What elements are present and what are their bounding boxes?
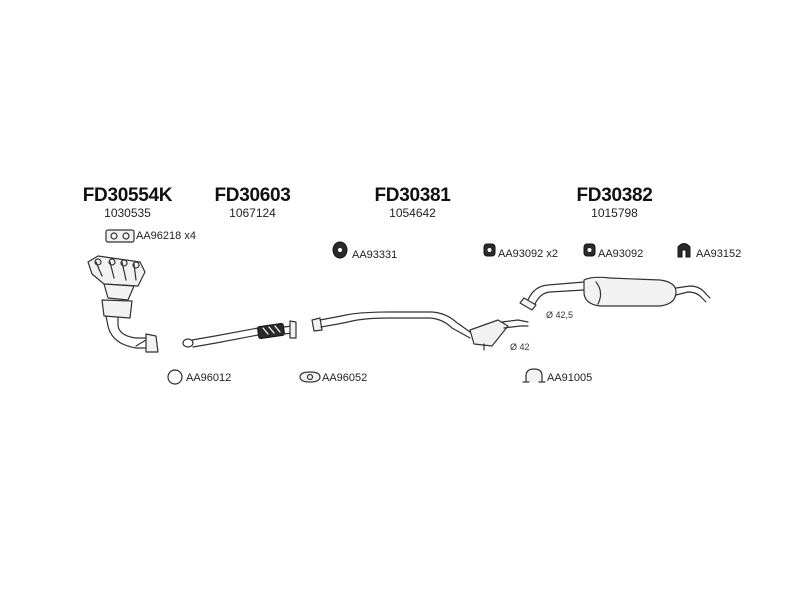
ring-gasket-icon — [167, 369, 183, 385]
middle-hanger-icon — [332, 241, 348, 259]
ring-gasket-label: AA96012 — [186, 372, 232, 384]
rear-pipe-diameter: Ø 42,5 — [546, 310, 574, 320]
rear-silencer-drawing — [519, 276, 711, 311]
accessory-quantity: x4 — [184, 230, 196, 242]
middle-hanger-label: AA93331 — [352, 249, 398, 261]
part-number: 1030535 — [104, 206, 151, 220]
accessory-code: AA96218 — [136, 230, 182, 242]
rear-hanger-b-icon — [583, 243, 596, 257]
flange-gasket-label: AA96052 — [322, 372, 368, 384]
accessory-code: AA93092 — [498, 248, 544, 260]
flange-gasket-icon — [299, 371, 321, 383]
rear-hanger-c-icon — [677, 243, 691, 258]
middle-pipe-drawing — [311, 311, 529, 351]
part-code: FD30382 — [576, 185, 653, 206]
clamp-label: AA91005 — [547, 372, 593, 384]
group-header-rear-silencer: FD30382 1015798 — [562, 185, 667, 221]
catalytic-manifold-drawing — [87, 255, 159, 353]
rear-hanger-a-icon — [483, 243, 496, 257]
part-code: FD30381 — [374, 185, 451, 206]
part-number: 1054642 — [389, 206, 436, 220]
rear-hanger-a-label: AA93092 x2 — [498, 248, 558, 260]
part-number: 1015798 — [591, 206, 638, 220]
part-code: FD30554K — [82, 185, 173, 206]
mid-pipe-diameter: Ø 42 — [510, 342, 530, 352]
clamp-icon — [522, 368, 546, 383]
manifold-gasket-label: AA96218 x4 — [136, 230, 196, 242]
part-code: FD30603 — [214, 185, 291, 206]
group-header-catalyst: FD30554K 1030535 — [70, 185, 185, 221]
part-number: 1067124 — [229, 206, 276, 220]
rear-hanger-c-label: AA93152 — [696, 248, 742, 260]
manifold-gasket-icon — [105, 229, 135, 243]
rear-hanger-b-label: AA93092 — [598, 248, 644, 260]
front-pipe-drawing — [182, 320, 297, 348]
group-header-front-pipe: FD30603 1067124 — [200, 185, 305, 221]
accessory-quantity: x2 — [546, 248, 558, 260]
group-header-middle-silencer: FD30381 1054642 — [360, 185, 465, 221]
